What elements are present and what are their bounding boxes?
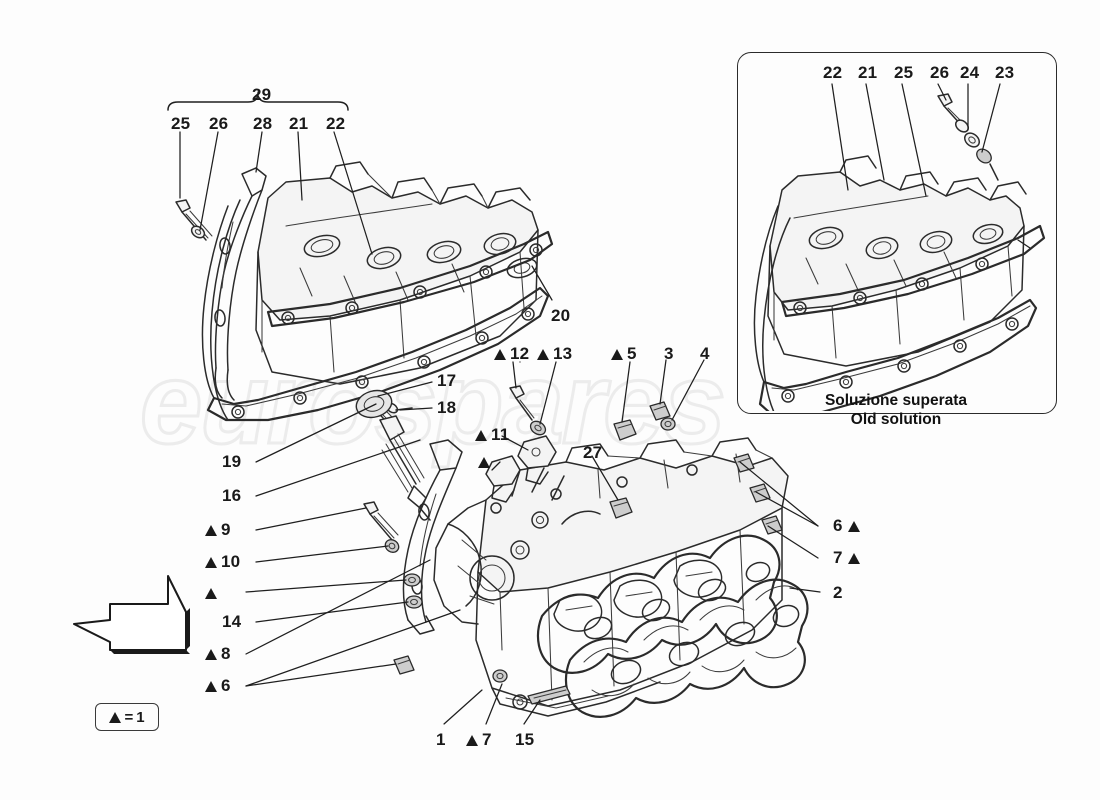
orientation-arrow — [73, 575, 190, 654]
group-bracket-29 — [167, 91, 349, 111]
inset-callout-24: 24 — [960, 63, 980, 82]
callout-9: 9 — [205, 521, 231, 538]
dowel-4 — [660, 417, 676, 431]
callout-22: 22 — [326, 114, 346, 133]
fastener-12 — [509, 385, 535, 421]
old-solution-inset-box — [737, 52, 1057, 414]
leader-lines — [179, 83, 1031, 725]
triangle-marker-icon — [611, 349, 623, 360]
triangle-marker-icon — [109, 711, 122, 723]
callout-29: 29 — [252, 85, 272, 104]
triangle-marker-icon — [494, 349, 506, 360]
triangle-marker-icon — [205, 649, 217, 660]
inset-artwork — [753, 93, 1046, 411]
callout-4: 4 — [700, 344, 710, 363]
inset-bolt — [937, 93, 953, 107]
callout-13: 13 — [537, 345, 572, 362]
dowel-5 — [613, 419, 637, 441]
callout-bare-triangle-left — [205, 584, 217, 601]
cylinder-head-gasket — [564, 578, 809, 718]
triangle-marker-icon — [205, 525, 217, 536]
callout-3: 3 — [664, 344, 674, 363]
dowel-6-right-a — [733, 453, 755, 473]
callout-26: 26 — [209, 114, 229, 133]
callout-6-left: 6 — [205, 677, 231, 694]
callout-18: 18 — [437, 398, 457, 417]
callout-17: 17 — [437, 371, 457, 390]
inset-callout-21: 21 — [858, 63, 878, 82]
triangle-marker-icon — [475, 430, 487, 441]
callout-8: 8 — [205, 645, 231, 662]
legend-value: 1 — [136, 708, 145, 726]
triangle-marker-icon — [847, 553, 860, 564]
callout-1-bottom: 1 — [436, 730, 446, 749]
callout-21: 21 — [289, 114, 309, 133]
fastener-13 — [529, 420, 547, 436]
legend-equals: = — [124, 708, 134, 726]
inset-caption-italian: Soluzione superata — [824, 392, 968, 409]
callout-11: 11 — [475, 426, 509, 443]
inset-callout-25: 25 — [894, 63, 914, 82]
triangle-marker-icon — [478, 457, 490, 468]
cover-sealing-rail — [266, 230, 554, 328]
clip-bracket-11 — [485, 435, 557, 503]
triangle-marker-icon — [466, 735, 478, 746]
dowel-6-left — [393, 655, 415, 675]
callout-5: 5 — [611, 345, 637, 362]
valve-cover-assembly — [175, 161, 554, 422]
washer-7-bottom — [492, 669, 508, 683]
valve-cover-gasket — [206, 286, 550, 422]
tensioner-19-16 — [355, 389, 431, 521]
callout-20: 20 — [551, 306, 571, 325]
inset-callout-23: 23 — [995, 63, 1015, 82]
callout-14: 14 — [222, 612, 242, 631]
triangle-marker-icon — [205, 588, 217, 599]
triangle-marker-icon — [847, 521, 860, 532]
callout-12: 12 — [494, 345, 529, 362]
callout-10: 10 — [205, 553, 240, 570]
dowel-7-right — [761, 515, 783, 535]
dowel-3 — [649, 401, 671, 421]
inset-caption: Soluzione superata Old solution — [737, 392, 1055, 430]
fitting-27 — [609, 497, 633, 519]
pin-15 — [527, 685, 571, 705]
callout-7-right: 7 — [833, 549, 860, 566]
washer-10 — [384, 539, 400, 553]
callout-2-right: 2 — [833, 583, 843, 602]
legend-box: = 1 — [95, 703, 159, 731]
callout-25: 25 — [171, 114, 191, 133]
inset-callout-26: 26 — [930, 63, 950, 82]
cylinder-head-assembly — [433, 437, 809, 718]
triangle-marker-icon — [205, 681, 217, 692]
callout-7-bottom: 7 — [466, 731, 492, 748]
head-upper-gasket — [536, 534, 781, 674]
callout-16: 16 — [222, 486, 242, 505]
callout-bare-triangle-mid — [478, 453, 490, 470]
callout-15-bottom: 15 — [515, 730, 535, 749]
inset-callout-22: 22 — [823, 63, 843, 82]
triangle-marker-icon — [205, 557, 217, 568]
triangle-marker-icon — [537, 349, 549, 360]
callout-19: 19 — [222, 452, 242, 471]
callout-6-right: 6 — [833, 517, 860, 534]
bolt-9 — [363, 501, 399, 541]
callout-28: 28 — [253, 114, 273, 133]
callout-27: 27 — [583, 443, 603, 462]
inset-caption-english: Old solution — [850, 410, 942, 428]
